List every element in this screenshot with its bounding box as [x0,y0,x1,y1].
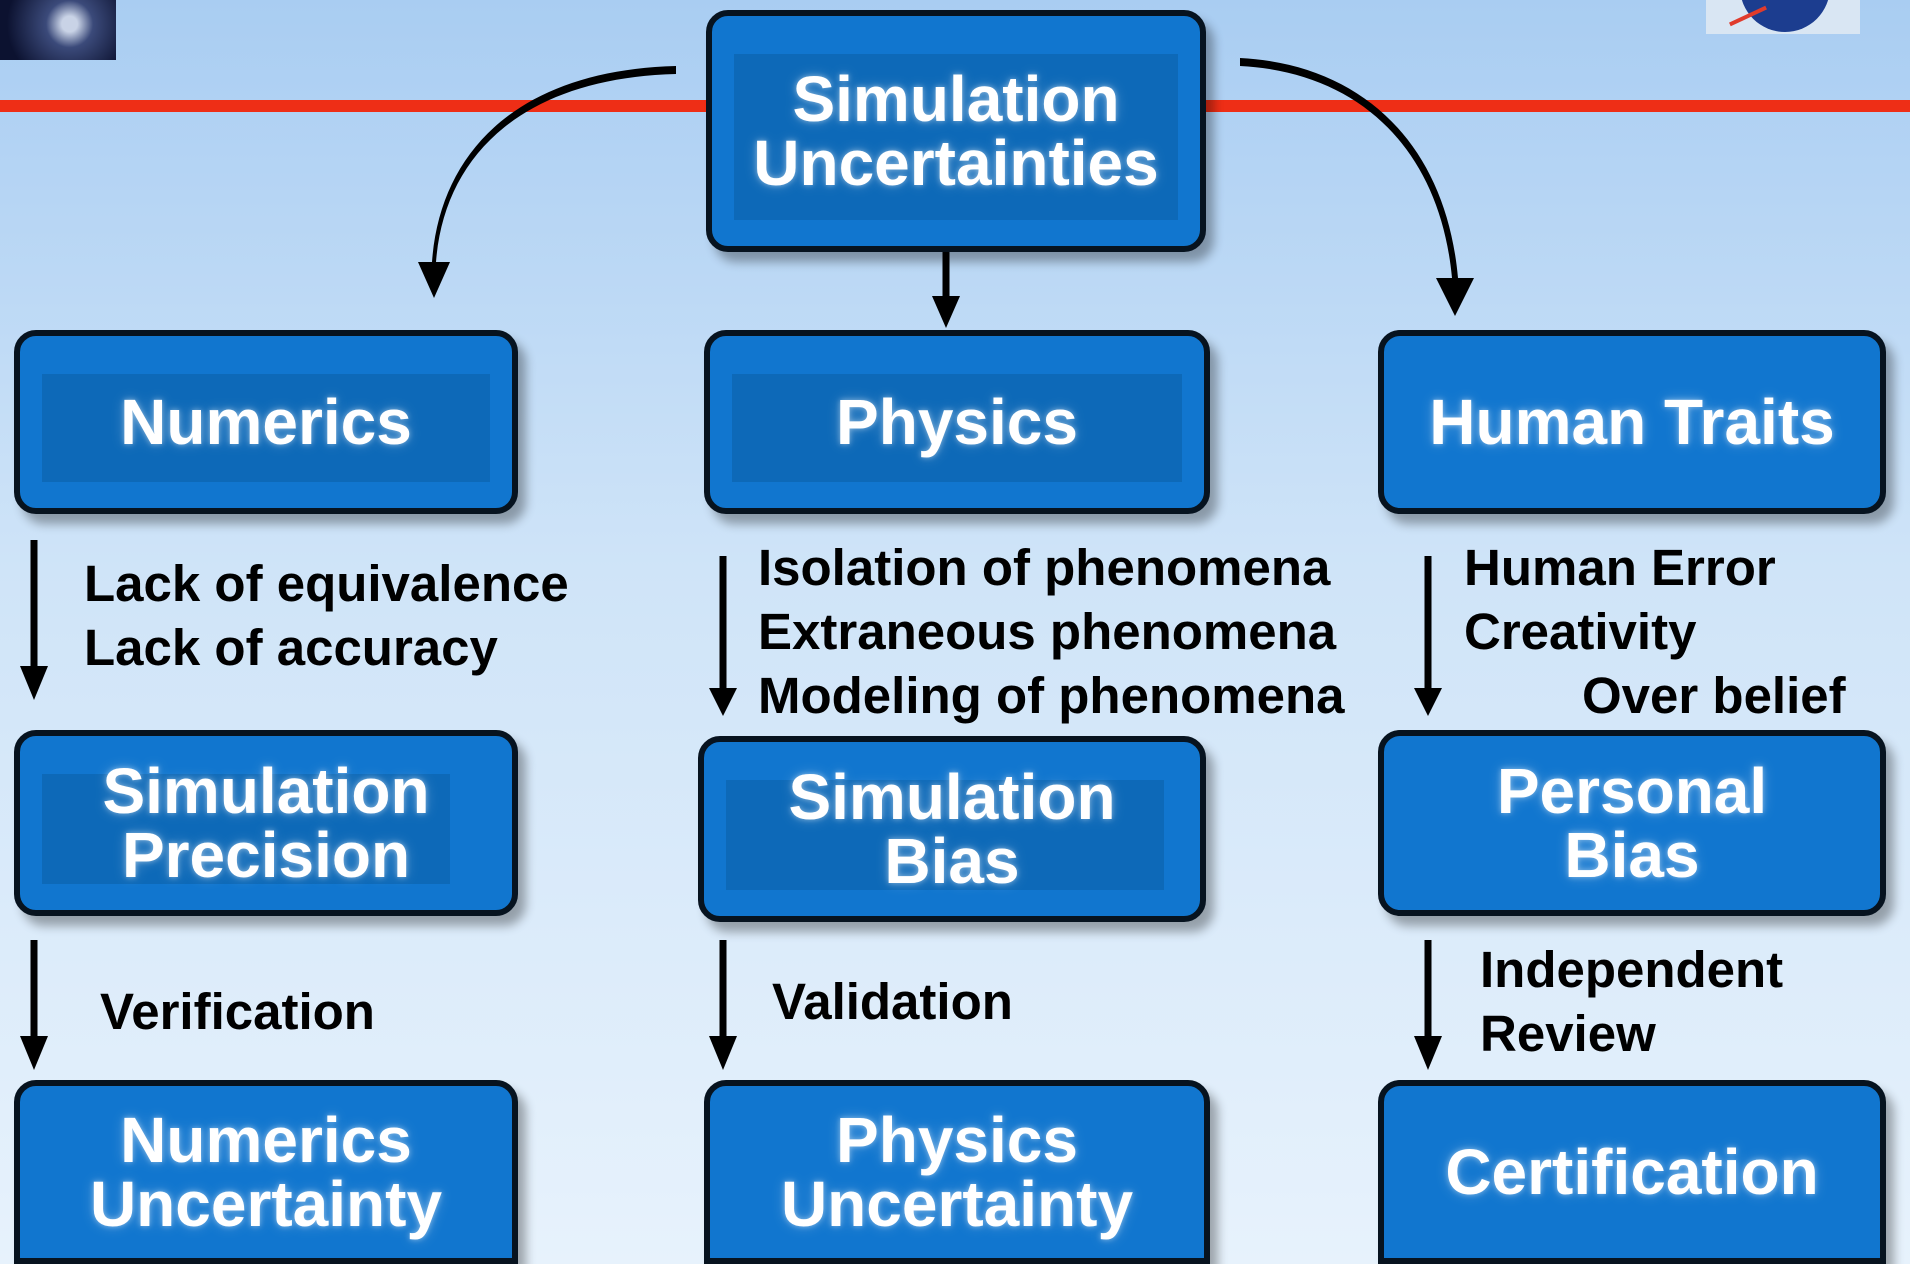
box-numerics-uncertainty: Numerics Uncertainty [14,1080,518,1264]
note-line: Verification [100,983,375,1040]
note-physics-issues: Isolation of phenomena Extraneous phenom… [758,536,1344,728]
shuttle-logo [0,0,116,60]
box-label-simulation-uncertainties: Simulation Uncertainties [753,63,1159,199]
note-numerics-issues: Lack of equivalence Lack of accuracy [84,552,569,680]
arrow-bias-to-physics-unc-head [709,1036,737,1070]
box-label-numerics: Numerics [120,386,412,458]
box-inner-panel [734,54,1178,220]
box-label-personal-bias: Personal Bias [1496,755,1768,891]
box-label-human-traits: Human Traits [1429,386,1835,458]
box-simulation-bias: Simulation Bias [698,736,1206,922]
box-simulation-precision: Simulation Precision [14,730,518,916]
note-independent-review: Independent Review [1480,938,1783,1066]
note-line: Creativity [1464,603,1697,660]
arrow-precision-to-numerics-unc-head [20,1036,48,1070]
box-label-certification: Certification [1445,1136,1819,1208]
note-line: Human Error [1464,539,1776,596]
note-validation: Validation [772,970,1013,1034]
note-line: Lack of equivalence [84,555,569,612]
note-line: Lack of accuracy [84,619,498,676]
note-line: Extraneous phenomena [758,603,1337,660]
nasa-logo [1706,0,1860,34]
box-label-numerics-uncertainty: Numerics Uncertainty [89,1104,443,1240]
box-numerics: Numerics [14,330,518,514]
box-simulation-uncertainties: Simulation Uncertainties [706,10,1206,252]
note-line: Modeling of phenomena [758,667,1345,724]
note-line: Independent [1480,941,1784,998]
note-line: Validation [772,973,1013,1030]
box-inner-panel [726,780,1164,890]
arrow-human-to-personal-head [1414,688,1442,716]
box-label-physics-uncertainty: Physics Uncertainty [780,1104,1134,1240]
arrow-numerics-to-precision-head [20,666,48,700]
note-verification: Verification [100,980,375,1044]
arrow-root-to-physics-head [932,296,960,328]
note-line: Over belief [1582,667,1846,724]
note-line: Review [1480,1005,1656,1062]
box-human-traits: Human Traits [1378,330,1886,514]
box-inner-panel [732,374,1182,482]
box-physics: Physics [704,330,1210,514]
box-certification: Certification [1378,1080,1886,1264]
box-inner-panel [42,374,490,482]
arrow-root-to-numerics [418,66,676,298]
box-personal-bias: Personal Bias [1378,730,1886,916]
note-line: Isolation of phenomena [758,539,1331,596]
box-label-simulation-bias: Simulation Bias [788,761,1116,897]
box-label-simulation-precision: Simulation Precision [102,755,430,891]
box-label-physics: Physics [836,386,1078,458]
arrow-physics-to-bias-head [709,688,737,716]
box-inner-panel [42,774,450,884]
arrow-root-to-human-traits [1240,58,1474,316]
note-human-issues: Human Error Creativity Over belief [1464,536,1846,728]
box-physics-uncertainty: Physics Uncertainty [704,1080,1210,1264]
arrow-personal-to-cert-head [1414,1036,1442,1070]
